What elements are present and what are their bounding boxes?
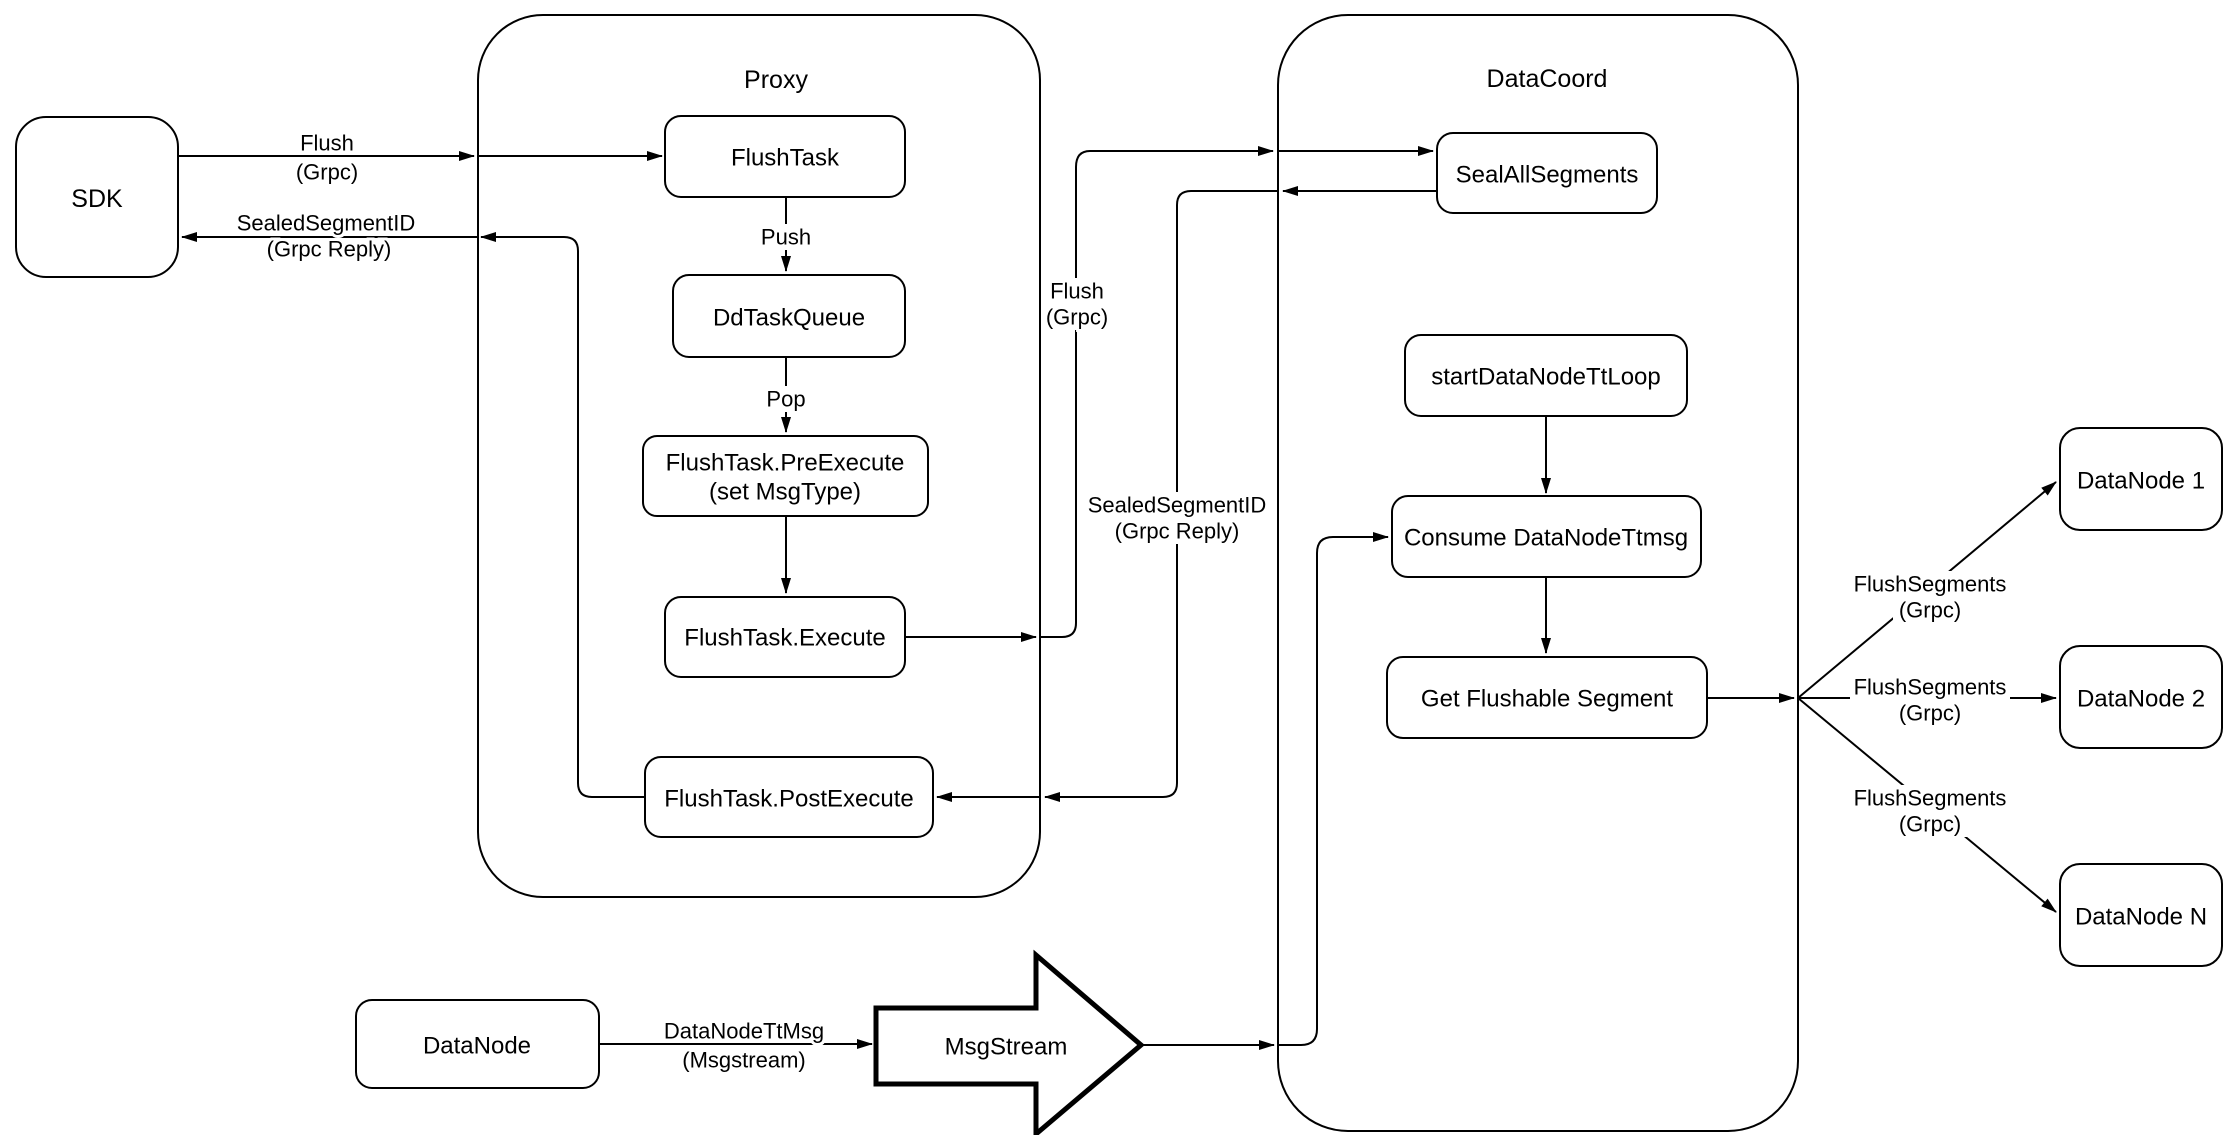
datanode2-label: DataNode 2 bbox=[2077, 685, 2205, 712]
flushsegments1-label-bg2 bbox=[1893, 597, 1967, 623]
node-get-flushable-segment bbox=[1386, 656, 1708, 739]
push-label-bg bbox=[756, 224, 816, 250]
preexecute-label-line2: (set MsgType) bbox=[709, 478, 861, 505]
flush-mid-label-line2: (Grpc) bbox=[1046, 305, 1108, 330]
node-datanode bbox=[355, 999, 600, 1089]
ddtaskqueue-label: DdTaskQueue bbox=[713, 304, 865, 331]
node-datanode-n bbox=[2059, 863, 2223, 967]
push-label: Push bbox=[761, 225, 811, 250]
flush-mid-label-bg1 bbox=[1045, 278, 1109, 304]
sealallsegments-label: SealAllSegments bbox=[1456, 161, 1639, 188]
datanoden-label: DataNode N bbox=[2075, 903, 2207, 930]
sealed-mid-label-line2: (Grpc Reply) bbox=[1115, 519, 1240, 544]
flush-sdk-label-line1: Flush bbox=[300, 131, 354, 156]
flushsegments1-label-line2: (Grpc) bbox=[1899, 598, 1961, 623]
proxy-title: Proxy bbox=[744, 66, 808, 94]
flush-mid-label-line1: Flush bbox=[1050, 279, 1104, 304]
msgstream-label: MsgStream bbox=[945, 1033, 1068, 1060]
flushsegments2-label-line1: FlushSegments bbox=[1854, 675, 2007, 700]
msgstream-block-arrow bbox=[873, 949, 1145, 1135]
node-sdk bbox=[15, 116, 179, 278]
node-flushtask bbox=[664, 115, 906, 198]
flushsegments2-label-line2: (Grpc) bbox=[1899, 701, 1961, 726]
sealed-mid-label-bg1 bbox=[1088, 492, 1266, 518]
flushtask-label: FlushTask bbox=[731, 144, 840, 171]
flushsegments1-label-bg1 bbox=[1850, 571, 2010, 597]
datacoord-container bbox=[1277, 14, 1799, 1132]
execute-label: FlushTask.Execute bbox=[684, 624, 885, 651]
datacoord-title: DataCoord bbox=[1487, 65, 1608, 93]
sealed-sdk-label-line2: (Grpc Reply) bbox=[267, 237, 392, 262]
datanode-label: DataNode bbox=[423, 1032, 531, 1059]
datanodettmsg-label-line2: (Msgstream) bbox=[682, 1048, 805, 1073]
flushsegments3-label-line2: (Grpc) bbox=[1899, 812, 1961, 837]
consumedatanodettmsg-label: Consume DataNodeTtmsg bbox=[1404, 524, 1688, 551]
flushsegments3-label-bg2 bbox=[1893, 811, 1967, 837]
node-flushtask-execute bbox=[664, 596, 906, 678]
node-flushtask-preexecute bbox=[642, 435, 929, 517]
preexecute-label-line1: FlushTask.PreExecute bbox=[666, 449, 905, 476]
flushsegments1-label-line1: FlushSegments bbox=[1854, 572, 2007, 597]
node-startdatanodettloop bbox=[1404, 334, 1688, 417]
node-sealallsegments bbox=[1436, 132, 1658, 214]
edge-flush-up-to-datacoord bbox=[1040, 146, 1274, 638]
flushsegments3-label-bg1 bbox=[1850, 785, 2010, 811]
pop-label-bg bbox=[760, 386, 812, 412]
node-consume-datanodettmsg bbox=[1391, 495, 1702, 578]
flush-mid-label-bg2 bbox=[1041, 304, 1113, 330]
node-ddtaskqueue bbox=[672, 274, 906, 358]
getflushablesegment-label: Get Flushable Segment bbox=[1421, 685, 1673, 712]
sealed-sdk-label-line1: SealedSegmentID bbox=[237, 211, 416, 236]
edge-msgstream-into-consume bbox=[1278, 532, 1389, 1046]
startdatanodettloop-label: startDataNodeTtLoop bbox=[1431, 363, 1660, 390]
pop-label: Pop bbox=[766, 387, 805, 412]
flushsegments3-label-line1: FlushSegments bbox=[1854, 786, 2007, 811]
proxy-container bbox=[477, 14, 1041, 898]
node-datanode-1 bbox=[2059, 427, 2223, 531]
node-flushtask-postexecute bbox=[644, 756, 934, 838]
flush-sdk-label-line2: (Grpc) bbox=[296, 160, 358, 185]
sealed-mid-label-bg2 bbox=[1112, 518, 1242, 544]
edge-reply-postexecute-to-proxy-edge bbox=[480, 232, 645, 798]
datanode1-label: DataNode 1 bbox=[2077, 467, 2205, 494]
flushsegments2-label-bg1 bbox=[1850, 674, 2010, 700]
datanodettmsg-label-line1: DataNodeTtMsg bbox=[664, 1019, 824, 1044]
postexecute-label: FlushTask.PostExecute bbox=[664, 785, 913, 812]
flushsegments2-label-bg2 bbox=[1893, 700, 1967, 726]
sdk-label: SDK bbox=[71, 185, 123, 213]
sealed-mid-label-line1: SealedSegmentID bbox=[1088, 493, 1267, 518]
node-datanode-2 bbox=[2059, 645, 2223, 749]
